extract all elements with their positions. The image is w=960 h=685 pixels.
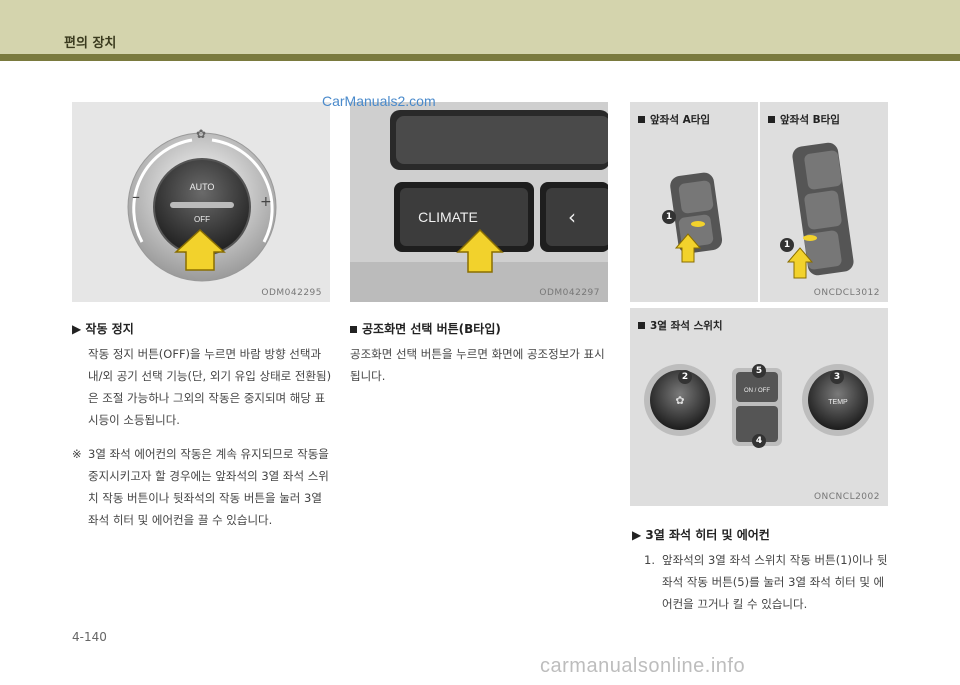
figure-front-seat-switches: 앞좌석 A타입 앞좌석 B타입 1 1 ONCDCL3012: [630, 102, 888, 302]
front-seat-illustration: [670, 142, 854, 279]
label-type-b: 앞좌석 B타입: [768, 112, 840, 127]
right-heading: ▶ 3열 좌석 히터 및 에어컨: [632, 528, 770, 542]
middle-column: 공조화면 선택 버튼(B타입) 공조화면 선택 버튼을 누르면 화면에 공조정보…: [350, 320, 612, 387]
watermark-bottom: carmanualsonline.info: [540, 655, 746, 677]
callout-1-type-a: 1: [662, 210, 676, 224]
climate-button-illustration: CLIMATE ‹: [350, 102, 608, 302]
callout-4: 4: [752, 434, 766, 448]
header-divider: [0, 54, 960, 61]
middle-heading: 공조화면 선택 버튼(B타입): [350, 320, 612, 337]
callout-1-type-b: 1: [780, 238, 794, 252]
svg-text:✿: ✿: [196, 127, 206, 141]
left-column: ▶ 작동 정지 작동 정지 버튼(OFF)을 누르면 바람 방향 선택과 내/외…: [72, 320, 332, 531]
callout-3: 3: [830, 370, 844, 384]
pointer-arrow: [674, 233, 702, 263]
figure-code: ONCNCL2002: [813, 492, 880, 502]
left-heading: ▶ 작동 정지: [72, 322, 134, 336]
watermark-top: CarManuals2.com: [322, 93, 436, 109]
climate-label: CLIMATE: [418, 209, 478, 225]
callout-2: 2: [678, 370, 692, 384]
callout-5: 5: [752, 364, 766, 378]
third-row-illustration: ✿ ON / OFF TEMP: [644, 364, 874, 446]
figure-code: ODM042295: [261, 288, 322, 298]
svg-text:✿: ✿: [675, 394, 684, 407]
temp-label: TEMP: [828, 399, 848, 406]
page-header: [0, 0, 960, 54]
middle-paragraph: 공조화면 선택 버튼을 누르면 화면에 공조정보가 표시됩니다.: [350, 347, 605, 383]
pointer-arrow: [456, 228, 504, 273]
figure-auto-off-dial: – + ✿ AUTO OFF ODM042295: [72, 102, 330, 302]
svg-text:+: +: [260, 194, 272, 210]
on-off-label: ON / OFF: [744, 388, 770, 394]
figure-code: ONCDCL3012: [813, 288, 880, 298]
right-list-item: 1. 앞좌석의 3열 좌석 스위치 작동 버튼(1)이나 뒷좌석 작동 버튼(5…: [644, 553, 888, 611]
auto-off-dial-illustration: – + ✿ AUTO OFF: [127, 127, 277, 282]
label-third-row: 3열 좌석 스위치: [638, 318, 723, 333]
figure-third-row-switches: 3열 좌석 스위치 ✿ ON / OFF TEMP 2 5 3 4 ONCNCL…: [630, 308, 888, 506]
auto-label: AUTO: [190, 182, 215, 192]
section-title: 편의 장치: [64, 36, 117, 51]
svg-text:–: –: [132, 187, 140, 206]
figure-code: ODM042297: [539, 288, 600, 298]
label-type-a: 앞좌석 A타입: [638, 112, 710, 127]
page-number: 4-140: [72, 630, 107, 644]
left-note: ※ 3열 좌석 에어컨의 작동은 계속 유지되므로 작동을 중지시키고자 할 경…: [72, 447, 329, 527]
off-label: OFF: [194, 215, 210, 224]
left-paragraph: 작동 정지 버튼(OFF)을 누르면 바람 방향 선택과 내/외 공기 선택 기…: [88, 347, 332, 427]
right-column: ▶ 3열 좌석 히터 및 에어컨 1. 앞좌석의 3열 좌석 스위치 작동 버튼…: [632, 526, 890, 615]
pointer-arrow: [786, 247, 814, 279]
pointer-arrow: [174, 228, 226, 271]
svg-text:‹: ‹: [568, 205, 576, 229]
figure-climate-button: CLIMATE ‹ ODM042297: [350, 102, 608, 302]
